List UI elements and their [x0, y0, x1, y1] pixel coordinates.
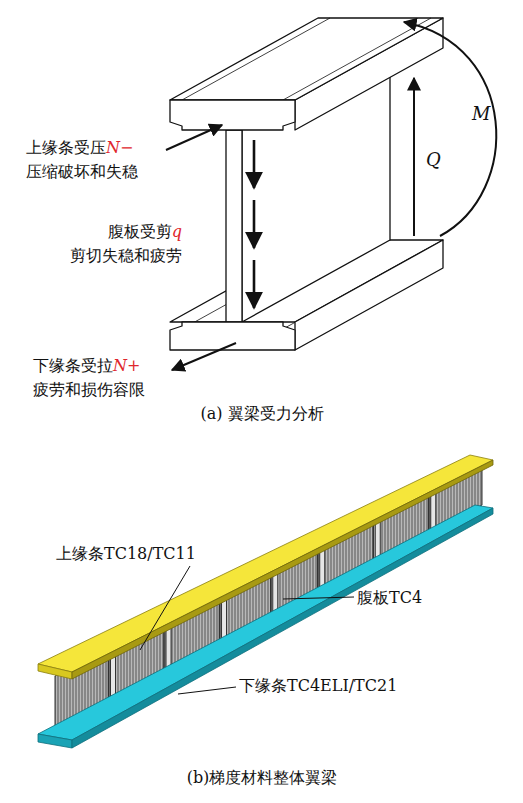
leader-line — [140, 566, 190, 650]
label-group: 腹板TC4 — [357, 588, 422, 608]
web-front — [226, 130, 242, 322]
annotation-label: 下缘条TC4ELI/TC21 — [239, 676, 397, 695]
annotation-label: 剪切失稳和疲劳 — [70, 246, 182, 265]
annotation-label: 腹板受剪 — [108, 222, 172, 241]
top-flange-top — [38, 455, 493, 672]
force-symbol: N+ — [113, 356, 140, 375]
shear-arrows — [253, 140, 256, 308]
compression-arrow — [166, 125, 222, 150]
label-group: 疲劳和损伤容限 — [33, 380, 145, 400]
label-group: 压缩破坏和失稳 — [26, 162, 138, 182]
tension-arrow — [172, 343, 236, 370]
leader-line — [178, 687, 236, 694]
top-flange-top — [170, 18, 443, 100]
label-group: 下缘条受拉N+ — [33, 356, 140, 376]
sub-caption: (b)梯度材料整体翼梁 — [187, 768, 338, 787]
flange-ridge — [283, 18, 431, 100]
label-group: M — [472, 104, 490, 125]
bottom-flange-front — [170, 322, 295, 350]
i-beam — [170, 18, 443, 350]
annotation-label: 上缘条TC18/TC11 — [56, 544, 196, 563]
annotation-label: 压缩破坏和失稳 — [26, 162, 138, 181]
annotation-label: 疲劳和损伤容限 — [33, 380, 145, 399]
label-group: 剪切失稳和疲劳 — [70, 246, 182, 266]
annotation-label: 腹板TC4 — [357, 588, 422, 607]
top-flange-end — [38, 664, 72, 679]
label-group: 腹板受剪q — [108, 222, 182, 242]
moment-symbol: M — [472, 103, 490, 124]
label-group: 上缘条受压N− — [26, 138, 133, 158]
force-symbol: q — [172, 222, 182, 241]
top-flange-side — [72, 460, 493, 679]
force-symbol: Q — [426, 149, 441, 170]
gradient-beam — [38, 455, 493, 748]
annotation-label: 上缘条受压 — [26, 138, 106, 157]
shear-force-arrow — [413, 78, 415, 236]
label-group: 上缘条TC18/TC11 — [56, 544, 196, 564]
label-group: Q — [426, 150, 441, 171]
bottom-flange-top — [38, 505, 493, 740]
sub-caption: (a) 翼梁受力分析 — [200, 404, 323, 423]
force-symbol: N− — [106, 138, 133, 157]
leader-line — [283, 597, 354, 599]
top-flange-front — [170, 100, 295, 130]
bottom-flange-end — [38, 734, 72, 748]
annotation-label: 下缘条受拉 — [33, 356, 113, 375]
label-group: 下缘条TC4ELI/TC21 — [239, 676, 397, 696]
label-group: (b)梯度材料整体翼梁 — [187, 768, 338, 788]
flange-ridge — [182, 18, 330, 100]
moment-arrow — [404, 22, 496, 236]
label-group: (a) 翼梁受力分析 — [200, 404, 323, 424]
